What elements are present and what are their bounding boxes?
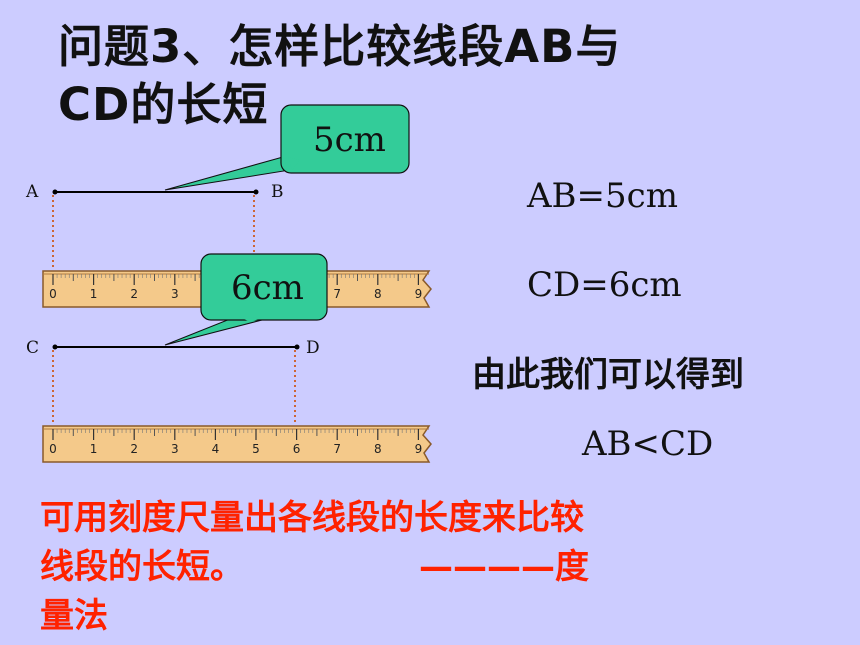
point-c-dot bbox=[52, 344, 58, 350]
method-line-1: 可用刻度尺量出各线段的长度来比较 bbox=[40, 498, 584, 538]
ruler-tick-label: 9 bbox=[415, 442, 423, 456]
ruler-2: 0 1 2 3 4 5 6 7 8 9 bbox=[42, 425, 432, 463]
ruler-tick-label: 8 bbox=[374, 287, 382, 301]
point-a-dot bbox=[52, 189, 58, 195]
point-d-dot bbox=[294, 344, 300, 350]
point-a-label: A bbox=[26, 182, 39, 202]
ruler-tick-label: 3 bbox=[171, 287, 179, 301]
ruler-tick-label: 2 bbox=[130, 287, 138, 301]
point-d-label: D bbox=[306, 338, 320, 358]
ruler-tick-label: 9 bbox=[415, 287, 423, 301]
callout-ab-label: 5cm bbox=[313, 120, 386, 160]
method-line-2-dash: ————度 bbox=[419, 547, 589, 587]
ruler-tick-label: 0 bbox=[49, 442, 57, 456]
ruler-tick-label: 4 bbox=[212, 442, 220, 456]
ruler-tick-label: 7 bbox=[333, 442, 341, 456]
result-ab: AB=5cm bbox=[527, 176, 678, 216]
ruler-tick-label: 3 bbox=[171, 442, 179, 456]
title-line-1: 问题3、怎样比较线段AB与 bbox=[58, 20, 622, 73]
callout-cd-label: 6cm bbox=[231, 268, 304, 308]
result-cd: CD=6cm bbox=[527, 265, 682, 305]
point-b-dot bbox=[253, 189, 259, 195]
callout-cd-box bbox=[200, 253, 328, 321]
conclusion-lead: 由此我们可以得到 bbox=[472, 355, 744, 395]
method-text: 可用刻度尺量出各线段的长度来比较 线段的长短。 ————度 量法 bbox=[40, 494, 740, 641]
question-title: 问题3、怎样比较线段AB与 CD的长短 bbox=[58, 18, 738, 134]
ruler-tick-label: 6 bbox=[293, 442, 301, 456]
callout-ab-box bbox=[280, 104, 410, 174]
ruler-body bbox=[42, 425, 432, 463]
ruler-tick-label: 1 bbox=[90, 287, 98, 301]
method-line-2: 线段的长短。 ————度 bbox=[40, 543, 740, 592]
point-b-label: B bbox=[271, 182, 284, 202]
ruler-tick-label: 1 bbox=[90, 442, 98, 456]
conclusion-relation: AB<CD bbox=[582, 424, 714, 464]
method-line-3: 量法 bbox=[40, 596, 108, 636]
method-line-2-text: 线段的长短。 bbox=[40, 547, 244, 587]
ruler-tick-label: 0 bbox=[49, 287, 57, 301]
ruler-tick-label: 5 bbox=[252, 442, 260, 456]
title-line-2: CD的长短 bbox=[58, 78, 269, 131]
ruler-tick-label: 8 bbox=[374, 442, 382, 456]
ruler-tick-label: 2 bbox=[130, 442, 138, 456]
ruler-tick-label: 7 bbox=[333, 287, 341, 301]
point-c-label: C bbox=[26, 338, 40, 358]
